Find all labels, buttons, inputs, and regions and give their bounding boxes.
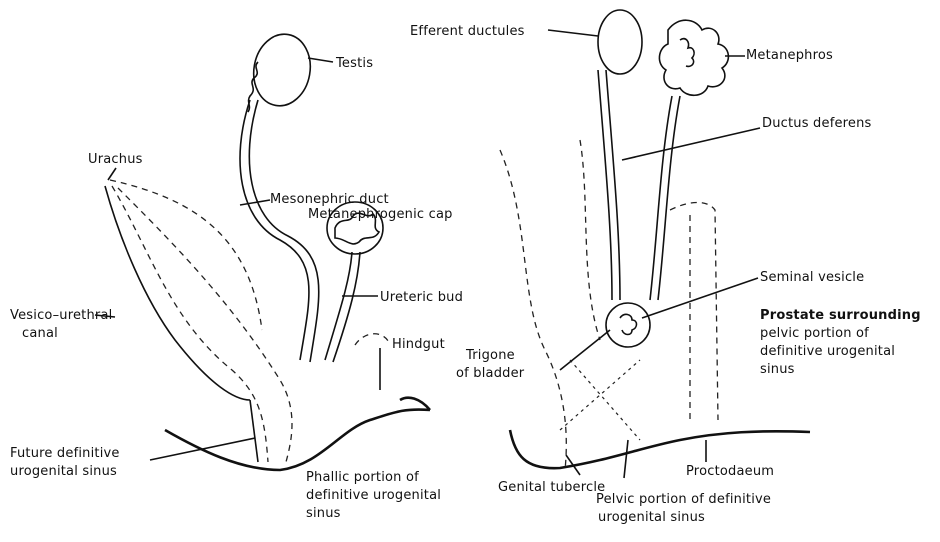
right-base-line <box>510 430 810 468</box>
urachus-dashed <box>110 180 262 330</box>
label-seminal-vesicle: Seminal vesicle <box>760 270 864 285</box>
label-trigone-2: of bladder <box>456 366 524 381</box>
label-metanephrogenic-cap: Metanephrogenic cap <box>308 207 453 222</box>
label-vesico-urethral-2: canal <box>22 326 58 341</box>
right-dashed-1 <box>500 150 566 470</box>
label-prostate-1: Prostate surrounding <box>760 308 921 323</box>
ureteric-bud-duct-2 <box>333 252 360 362</box>
label-prostate-4: sinus <box>760 362 795 377</box>
ductus-deferens-inner <box>606 70 620 300</box>
pointer-trigone <box>560 330 610 370</box>
right-cross-1 <box>560 360 640 430</box>
pointer-future <box>150 438 255 460</box>
label-phallic-1: Phallic portion of <box>306 470 419 485</box>
label-ductus-deferens: Ductus deferens <box>762 116 872 131</box>
ductus-deferens-outer <box>598 70 612 300</box>
right-dashed-2 <box>580 140 600 340</box>
label-pelvic-2: urogenital sinus <box>598 510 705 525</box>
right-dashed-3 <box>670 203 718 421</box>
label-mesonephric-duct: Mesonephric duct <box>270 192 389 207</box>
metanephros-shape <box>659 20 728 95</box>
label-future-definitive-1: Future definitive <box>10 446 120 461</box>
left-base-line <box>165 409 430 470</box>
right-testis-shape <box>598 10 642 74</box>
label-urachus: Urachus <box>88 152 143 167</box>
pointer-efferent <box>548 30 598 36</box>
label-genital-tubercle: Genital tubercle <box>498 480 605 495</box>
label-prostate-2: pelvic portion of <box>760 326 869 341</box>
label-future-definitive-2: urogenital sinus <box>10 464 117 479</box>
label-metanephros: Metanephros <box>746 48 833 63</box>
pointer-pelvic <box>624 440 628 478</box>
vesico-urethral-solid <box>105 186 250 400</box>
pointer-testis <box>308 58 333 62</box>
urogenital-sinus-lines <box>250 400 258 462</box>
right-cross-2 <box>570 360 640 440</box>
label-hindgut: Hindgut <box>392 337 445 352</box>
label-prostate-3: definitive urogenital <box>760 344 895 359</box>
bladder-dashed-2 <box>118 188 292 462</box>
label-testis: Testis <box>336 56 373 71</box>
left-base-line-2 <box>400 398 430 410</box>
seminal-vesicle-inner <box>620 314 637 334</box>
mesonephric-duct-inner <box>249 100 318 362</box>
label-vesico-urethral-1: Vesico–urethral <box>10 308 112 323</box>
label-phallic-2: definitive urogenital <box>306 488 441 503</box>
label-pelvic-1: Pelvic portion of definitive <box>596 492 771 507</box>
testis-shape <box>248 30 316 111</box>
hindgut-shape <box>355 334 390 345</box>
label-phallic-3: sinus <box>306 506 341 521</box>
metanephros-inner <box>680 39 694 67</box>
ureter-right-2 <box>658 96 680 300</box>
seminal-vesicle-shape <box>606 303 650 347</box>
label-ureteric-bud: Ureteric bud <box>380 290 463 305</box>
bladder-dashed-1 <box>112 186 268 462</box>
pointer-mesonephric <box>240 200 270 205</box>
label-trigone-1: Trigone <box>466 348 515 363</box>
label-proctodaeum: Proctodaeum <box>686 464 774 479</box>
pointer-urachus <box>108 168 116 180</box>
pointer-ductus <box>622 128 760 160</box>
label-efferent-ductules: Efferent ductules <box>410 24 525 39</box>
